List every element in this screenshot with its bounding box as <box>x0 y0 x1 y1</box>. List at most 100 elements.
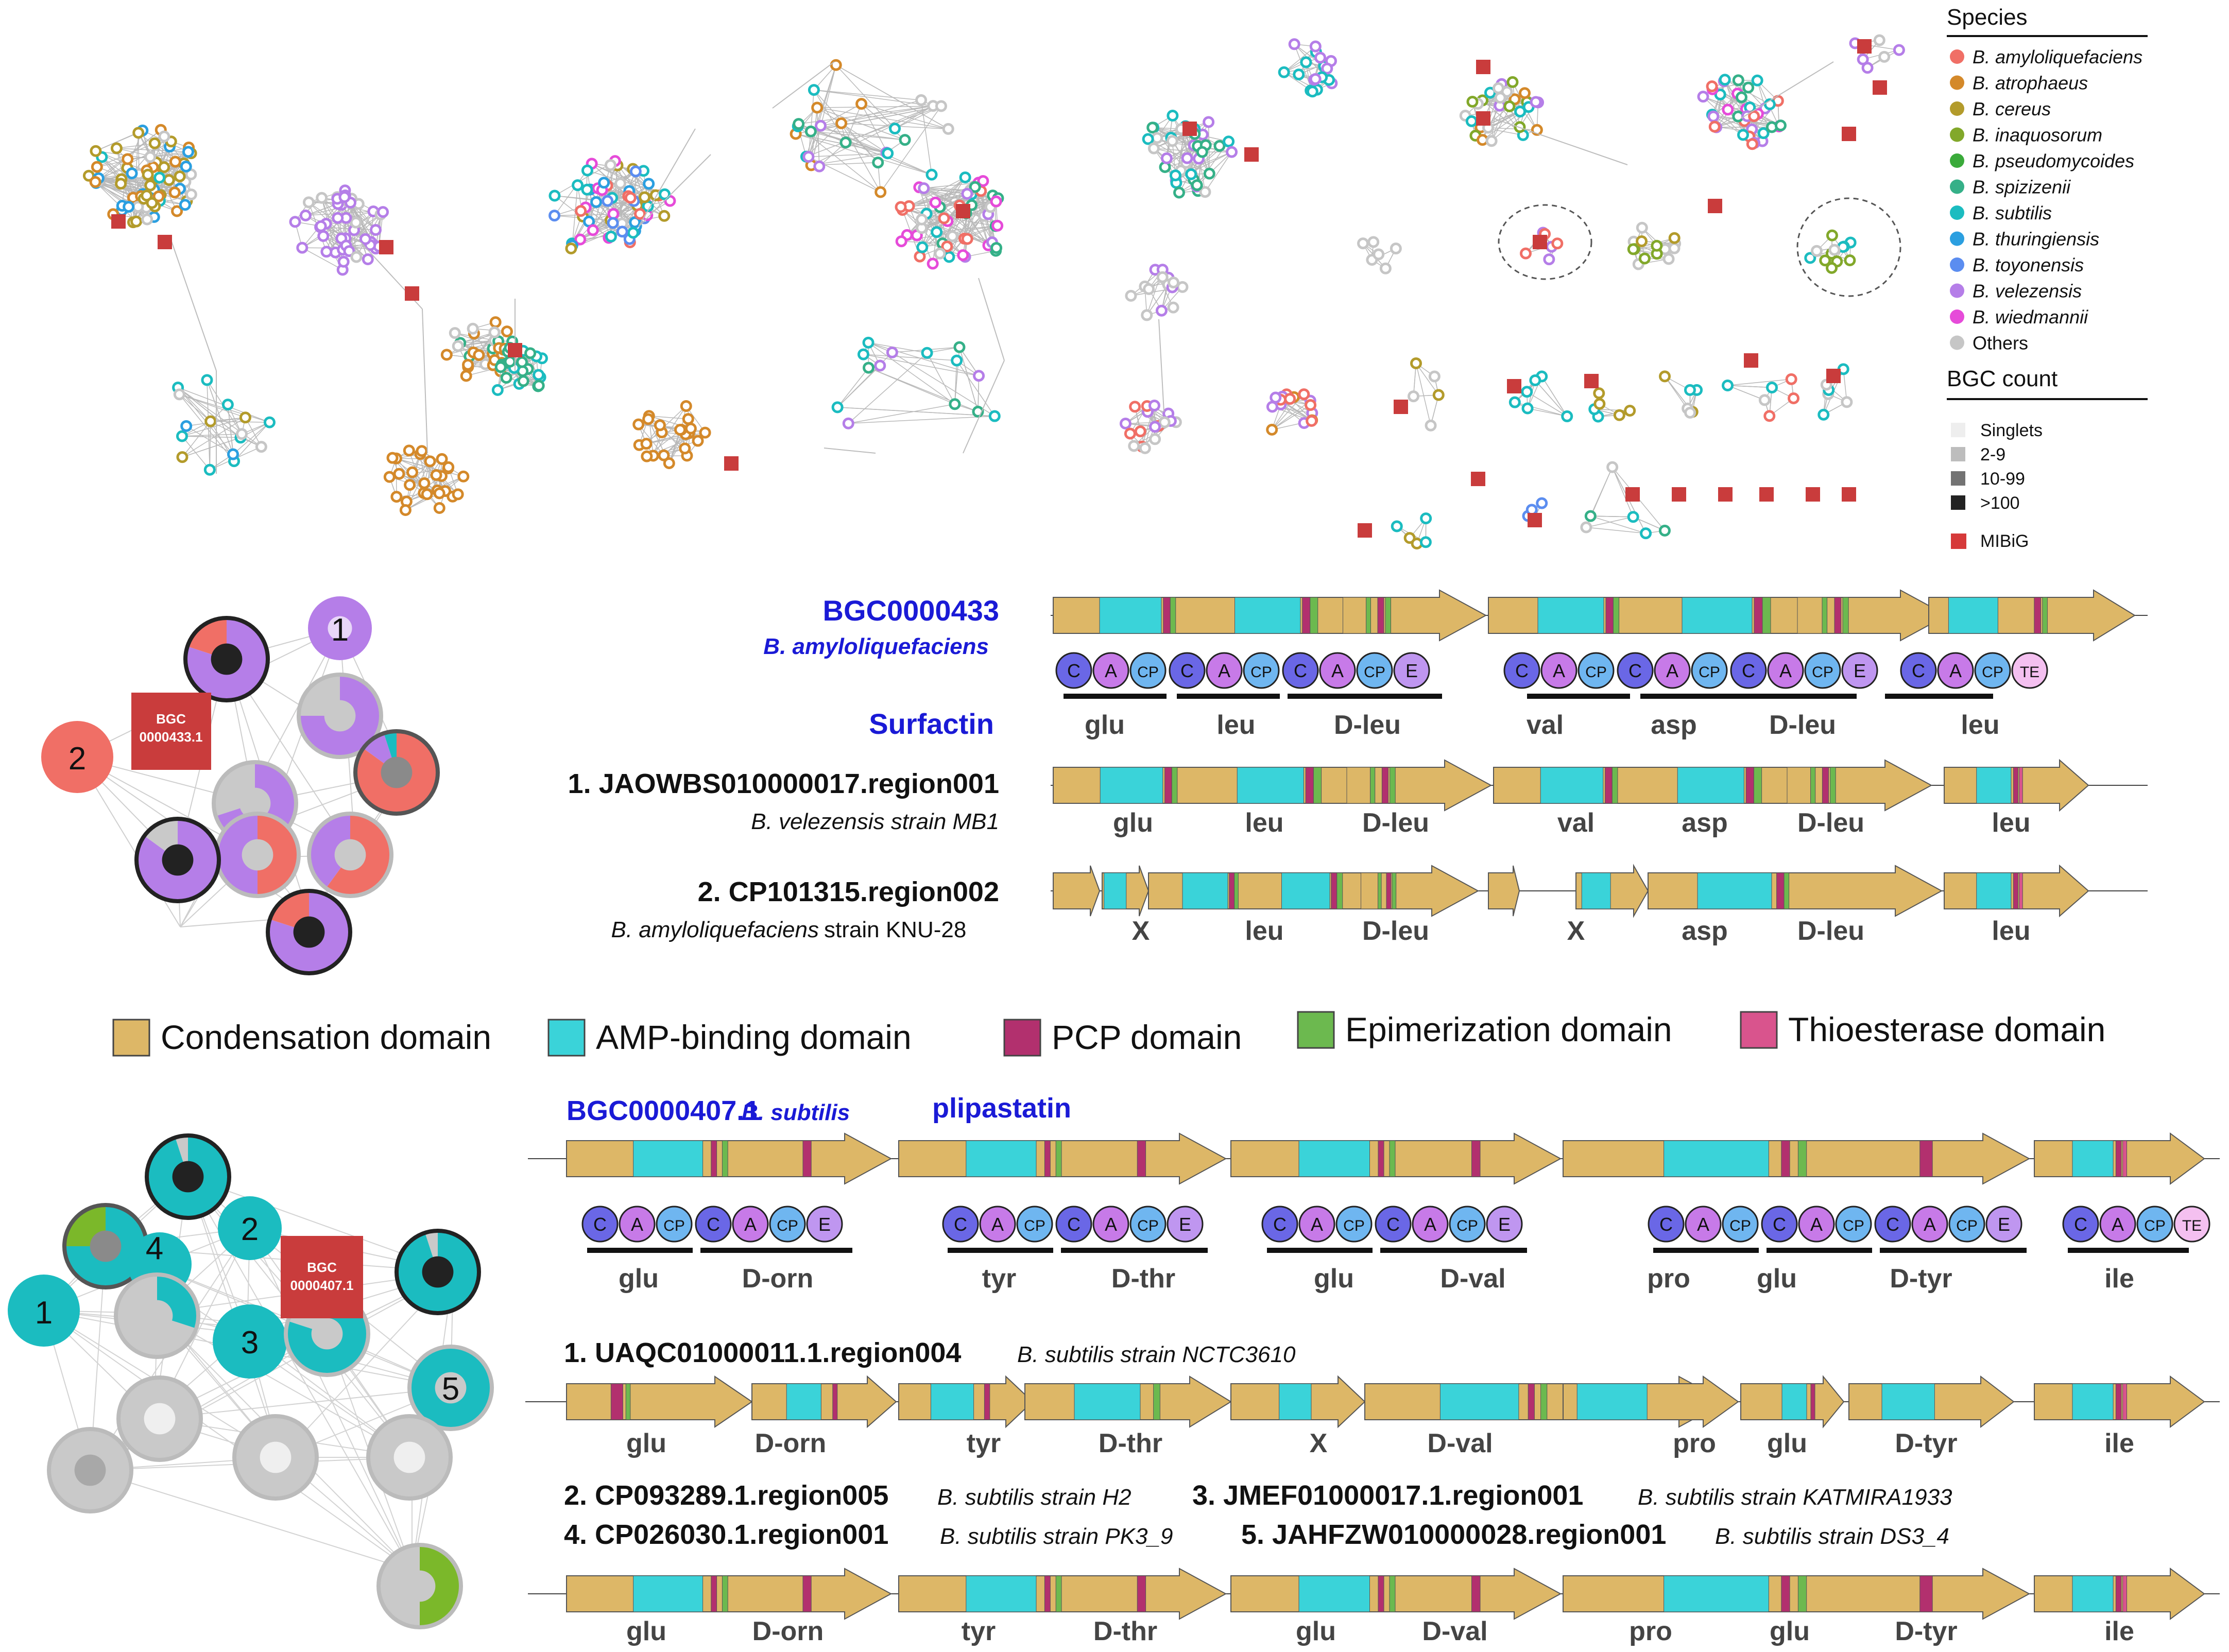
surfactin-mibig-label: BGC <box>156 711 186 727</box>
surfactin-hit2-gene-x4 <box>1575 864 1649 918</box>
domain-epi <box>1797 1575 1807 1612</box>
module-domain-label: A <box>1311 1214 1323 1235</box>
mibig-square <box>1708 199 1722 213</box>
species-swatch <box>1950 309 1964 324</box>
bgc-count-label: >100 <box>1980 493 2020 513</box>
bgc-node <box>811 101 824 114</box>
bgc-node <box>436 453 448 465</box>
bgc-node <box>581 183 593 196</box>
node-slice <box>41 721 113 793</box>
domain-pcp <box>1471 1575 1481 1612</box>
node-ring <box>232 1414 319 1501</box>
node-center <box>239 787 271 819</box>
surfactin-ref-monomer: leu <box>1961 710 1999 740</box>
bgc-node <box>915 94 928 106</box>
domain-legend-swatch <box>547 1019 586 1057</box>
gene-arrow <box>1563 1568 2031 1620</box>
module-domain-circle <box>1835 1206 1872 1243</box>
bgc-node <box>91 161 103 173</box>
network-edge <box>233 422 270 455</box>
network-link <box>824 448 876 454</box>
domain-amp <box>1537 597 1604 634</box>
bgc-node <box>1742 81 1755 94</box>
bgc-node <box>467 322 479 335</box>
domain-epi <box>1310 597 1318 634</box>
bgc-node <box>886 346 898 358</box>
module-domain-circle <box>1016 1206 1053 1243</box>
bgc-node <box>1668 232 1681 244</box>
mibig-swatch <box>1951 534 1966 549</box>
bgc-node <box>1638 252 1651 265</box>
bgc-node <box>1492 82 1504 94</box>
bgc-node <box>180 160 192 173</box>
bgc-node <box>1146 122 1159 134</box>
bgc-node <box>185 168 197 181</box>
bgc-node <box>1309 73 1322 85</box>
plipastatin-node <box>376 1543 463 1629</box>
plipastatin-ref-monomer: D-orn <box>742 1264 814 1294</box>
bgc-node <box>1826 262 1838 274</box>
bgc-node <box>1580 521 1592 534</box>
bgc-node <box>1714 89 1726 101</box>
plipastatin-hit1-monomer: D-orn <box>755 1429 827 1458</box>
domain-epi <box>1389 1575 1396 1612</box>
node-center <box>293 916 325 948</box>
network-edge <box>919 225 998 257</box>
module-domain-circle <box>1691 652 1728 689</box>
bgc-node <box>1627 243 1639 255</box>
domain-amp <box>1182 872 1228 909</box>
network-edge <box>1727 378 1792 386</box>
surfactin-hit2-gene-x3 <box>1488 865 1520 917</box>
bgc-node <box>674 424 687 436</box>
bgc-node <box>1543 253 1555 266</box>
domain-amp <box>1697 872 1772 909</box>
bgc-node <box>1785 373 1797 385</box>
network-edge <box>817 107 887 153</box>
domain-amp <box>1781 1383 1807 1420</box>
domain-epi <box>1055 1140 1062 1177</box>
species-swatch <box>1950 283 1964 298</box>
module-domain-circle <box>942 1206 979 1243</box>
plipastatin-node-number: 2 <box>241 1212 259 1247</box>
plipastatin-ref-monomer: D-thr <box>1111 1264 1175 1294</box>
domain-pcp <box>2013 872 2018 909</box>
bgc-node <box>1156 271 1169 283</box>
module-domain-circle <box>581 1206 619 1243</box>
module-domain-circle <box>1261 1206 1298 1243</box>
module-domain-circle <box>695 1206 732 1243</box>
network-edge <box>954 360 957 404</box>
module-domain-label: CP <box>1585 664 1607 681</box>
mibig-square <box>379 240 393 254</box>
plipastatin-hit1-gene-h <box>1740 1375 1845 1429</box>
bgc-node <box>990 242 1003 254</box>
domain-pcp <box>802 1140 812 1177</box>
bgc-node <box>831 401 844 414</box>
bgc-node <box>1151 132 1163 144</box>
domain-epi <box>1390 767 1396 804</box>
bgc-node <box>221 399 234 411</box>
network-edge <box>835 64 949 130</box>
bgc-node <box>1266 401 1278 413</box>
surfactin-hit2-monomer: asp <box>1682 916 1728 946</box>
bgc-node <box>142 168 154 181</box>
bgc-node <box>1147 142 1160 154</box>
network-link <box>978 278 1005 361</box>
module-domain-label: C <box>1386 1214 1400 1235</box>
network-edge <box>868 367 979 412</box>
domain-pcp <box>1302 597 1311 634</box>
bgc-node <box>632 418 645 431</box>
module-domain-circle <box>1055 652 1092 689</box>
node-ring <box>266 889 352 975</box>
species-swatch <box>1950 257 1964 272</box>
domain-pcp <box>1834 597 1842 634</box>
bgc-node <box>679 442 691 455</box>
gene-arrow <box>1488 865 1520 917</box>
surfactin-hit2-monomer: X <box>1132 916 1150 946</box>
network-edge <box>956 360 995 417</box>
bgc-node <box>404 479 416 491</box>
bgc-node <box>574 233 587 246</box>
module-domain-circle <box>1540 652 1578 689</box>
bgc-node <box>624 192 637 204</box>
